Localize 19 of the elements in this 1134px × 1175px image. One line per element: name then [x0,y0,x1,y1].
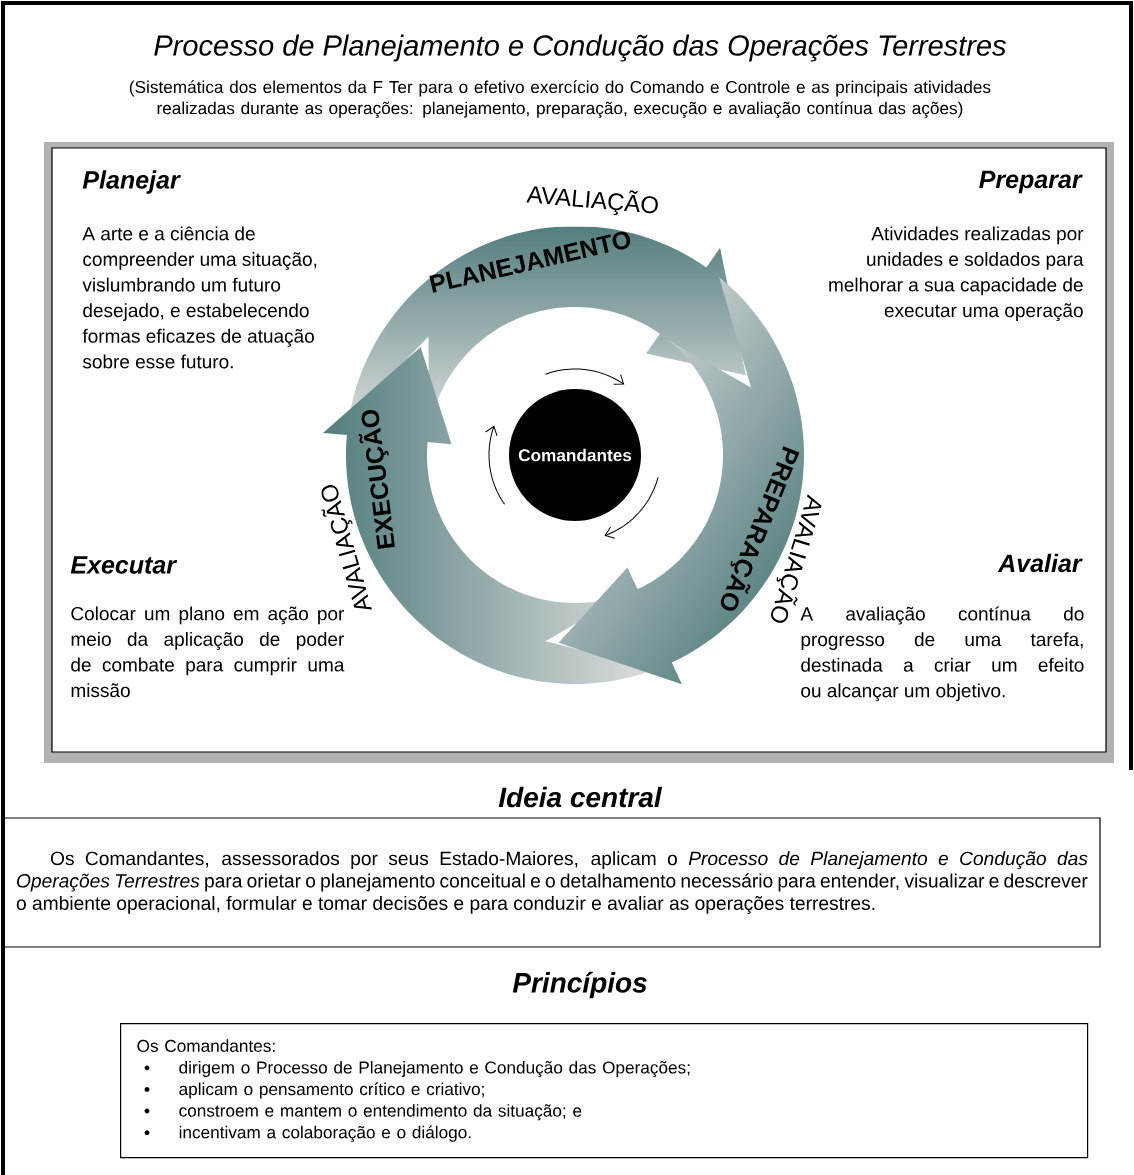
node-label: aplicam o pensamento crítico e criativo; [179,1082,484,1099]
description-text: A arte e a ciência de compreender uma situação, vislumbrando um futuro desejado, e estabelecendo formas eficazes de atuação sobre esse futuro. [82,226,317,369]
text-box: Os Comandantes, assessorados por seus Estado-Maiores, aplicam o Processo de Planejamento e Condução das Operações Terrestres para orietar o planejamento conceitual e o detalhamento necessário para entender, visualizar e descrever o ambiente operacional, formular e tomar decisões e para conduzir e avaliar as operações terrestres. [3,817,1101,948]
cycle-label: AVALIAÇÃO [526,186,658,215]
node-label: constroem e mantem o entendimento da situação; e [179,1104,582,1121]
quadrant-heading: Avaliar [997,553,1083,573]
node-label: Os Comandantes: [137,1039,275,1052]
text-box: Os Comandantes: dirigem o Processo de Planejamento e Condução das Operações; aplicam o pensamento crítico e criativo; constroem e mantem o entendimento da situação; e incentivam a colaboração e o diálogo. [120,1023,1089,1159]
node-label: dirigem o Processo de Planejamento e Condução das Operações; [179,1060,690,1078]
subtitle: (Sistemática dos elementos da F Ter para o efetivo exercício do Comando e Controle e as principais atividades realizadas durante as operações: planejamento, preparação, execução e avaliação contínua das ações) [129,80,991,118]
quadrant-heading: Planejar [82,170,181,194]
title: Processo de Planejamento e Condução das Operações Terrestres [154,34,1006,62]
section-heading: Ideia central [498,786,663,808]
section-heading: Princípios [512,971,647,999]
node-label: incentivam a colaboração e o diálogo. [179,1125,471,1142]
quadrant-heading: Executar [70,556,178,574]
description-text: Atividades realizadas por unidades e soldados para melhorar a sua capacidade de executar uma operação [829,226,1084,321]
description-text: Colocar um plano em ação por meio da aplicação de poder de combate para cumprir uma missão [71,606,345,698]
quadrant-heading: Preparar [979,170,1083,194]
